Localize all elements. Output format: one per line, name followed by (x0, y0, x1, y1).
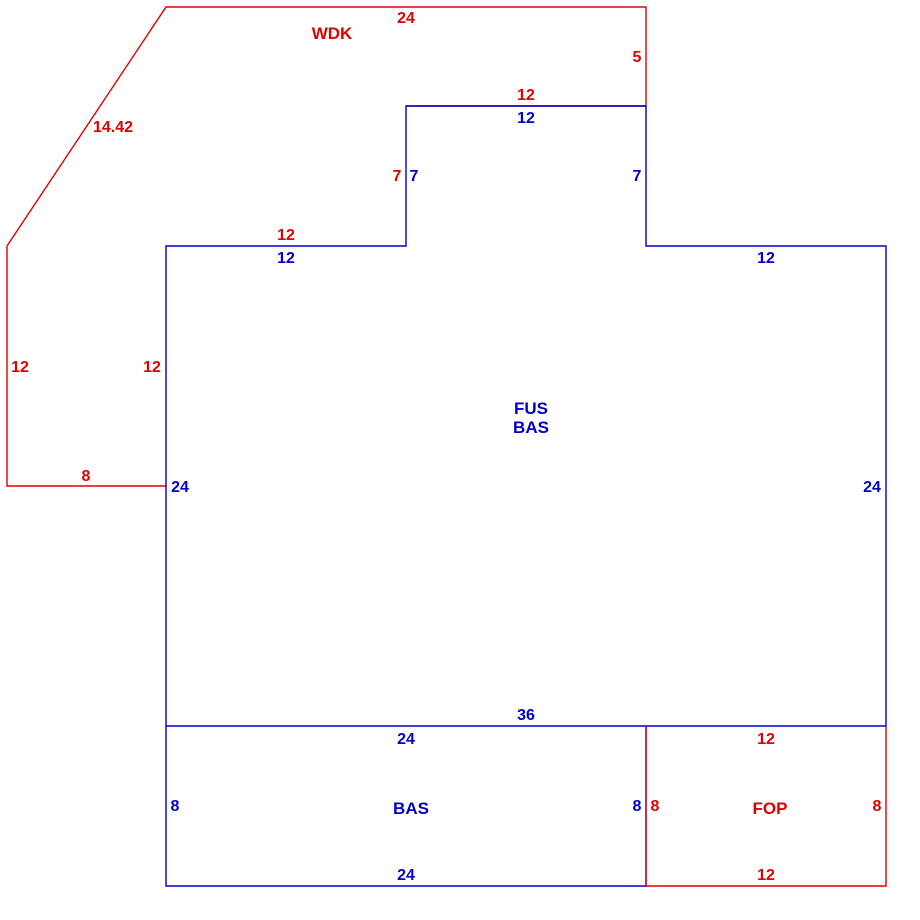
main-left-top-dimension: 12 (277, 250, 295, 267)
bas-area-label-upper: BAS (513, 418, 549, 437)
main-outline (165, 105, 887, 727)
fop-bottom-dimension: 12 (757, 867, 775, 884)
fop-area-label: FOP (753, 799, 788, 818)
wdk-inner-top-left-dimension: 12 (277, 227, 295, 244)
wdk-area-label: WDK (312, 24, 353, 43)
wdk-left-dimension: 12 (11, 359, 29, 376)
bas-lower-bottom-dimension: 24 (397, 867, 415, 884)
wdk-inner-step-dimension: 7 (393, 168, 402, 185)
fop-left-dimension: 8 (651, 798, 660, 815)
bas-lower-right-dimension: 8 (633, 798, 642, 815)
wdk-bottom-dimension: 8 (82, 468, 91, 485)
fus-area-label: FUS (514, 399, 548, 418)
main-step-right-dimension: 7 (633, 168, 642, 185)
fop-right-dimension: 8 (873, 798, 882, 815)
wdk-diagonal-dimension: 14.42 (93, 119, 133, 136)
wdk-right-dimension: 5 (633, 49, 642, 66)
bas-lower-left-dimension: 8 (171, 798, 180, 815)
main-top-dimension: 12 (517, 110, 535, 127)
wdk-top-dimension: 24 (397, 10, 415, 27)
main-left-dimension: 24 (171, 479, 189, 496)
fop-outline (645, 726, 887, 887)
bas-area-label-lower: BAS (393, 799, 429, 818)
wdk-inner-left-dimension: 12 (143, 359, 161, 376)
main-bottom-dimension: 36 (517, 707, 535, 724)
bas-lower-top-dimension: 24 (397, 731, 415, 748)
main-step-left-dimension: 7 (410, 168, 419, 185)
fop-top-dimension: 12 (757, 731, 775, 748)
main-right-top-dimension: 12 (757, 250, 775, 267)
main-right-dimension: 24 (863, 479, 881, 496)
wdk-inner-top-dimension: 12 (517, 87, 535, 104)
